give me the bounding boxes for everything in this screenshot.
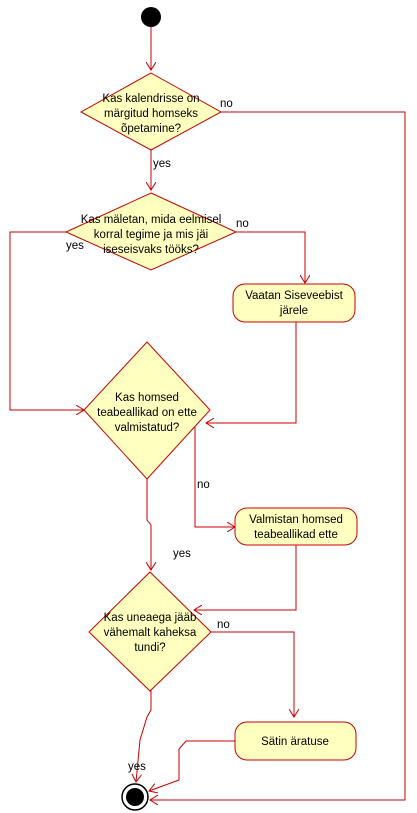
guard-d4-no: no <box>217 619 230 631</box>
end-node <box>121 783 149 811</box>
action-1-line-2: järele <box>279 305 308 317</box>
decision-4-line-3: tundi? <box>134 642 165 654</box>
decision-2-line-1: Kas mäletan, mida eelmisel <box>81 214 222 226</box>
action-3-line-1: Sätin äratuse <box>261 736 329 748</box>
decision-1-line-2: märgitud homseks <box>104 108 198 120</box>
guard-d2-yes: yes <box>66 240 84 252</box>
decision-3-line-2: teabeallikad on ette <box>97 407 197 419</box>
edge-action-3-to-end <box>149 740 236 791</box>
decision-4: Kas uneaega jääb vähemalt kaheksa tundi? <box>88 571 212 692</box>
guard-d4-yes: yes <box>128 761 146 773</box>
edge-action-1-to-decision-3 <box>206 322 297 423</box>
guard-d1-no: no <box>220 98 233 110</box>
start-node <box>141 7 161 27</box>
action-1: Vaatan Siseveebist järele <box>232 283 356 323</box>
edge-decision-3-no <box>194 424 235 527</box>
edges <box>9 27 406 800</box>
edge-decision-2-yes <box>9 231 84 410</box>
edge-decision-1-no <box>150 111 406 800</box>
decision-4-line-2: vähemalt kaheksa <box>104 627 197 639</box>
guard-d3-yes: yes <box>173 548 191 560</box>
decision-3-line-3: valmistatud? <box>115 422 180 434</box>
edge-decision-3-yes <box>147 479 151 570</box>
decision-1: Kas kalendrisse on märgitud homseks õpet… <box>79 72 223 151</box>
action-1-line-1: Vaatan Siseveebist <box>245 290 343 302</box>
edge-action-2-to-decision-4 <box>194 545 297 610</box>
action-2: Valmistan homsed teabeallikad ette <box>234 507 358 546</box>
action-2-line-2: teabeallikad ette <box>254 529 338 541</box>
decision-4-line-1: Kas uneaega jääb <box>104 612 197 624</box>
guard-d2-no: no <box>236 218 249 230</box>
decision-2-line-3: iseseisvaks tööks? <box>103 244 199 256</box>
edge-decision-4-yes <box>136 690 152 782</box>
edge-decision-2-no <box>236 231 305 283</box>
action-3: Sätin äratuse <box>234 721 357 761</box>
decision-2: Kas mäletan, mida eelmisel korral tegime… <box>64 192 238 271</box>
decision-2-line-2: korral tegime ja mis jäi <box>94 229 208 241</box>
decision-3: Kas homsed teabeallikad on ette valmista… <box>83 341 211 480</box>
guard-d1-yes: yes <box>153 158 171 170</box>
decision-3-line-1: Kas homsed <box>115 392 179 404</box>
decision-1-line-3: õpetamine? <box>121 123 181 135</box>
guard-d3-no: no <box>197 479 210 491</box>
action-2-line-1: Valmistan homsed <box>249 514 343 526</box>
decision-1-line-1: Kas kalendrisse on <box>102 93 199 105</box>
edge-decision-4-no <box>192 631 294 717</box>
